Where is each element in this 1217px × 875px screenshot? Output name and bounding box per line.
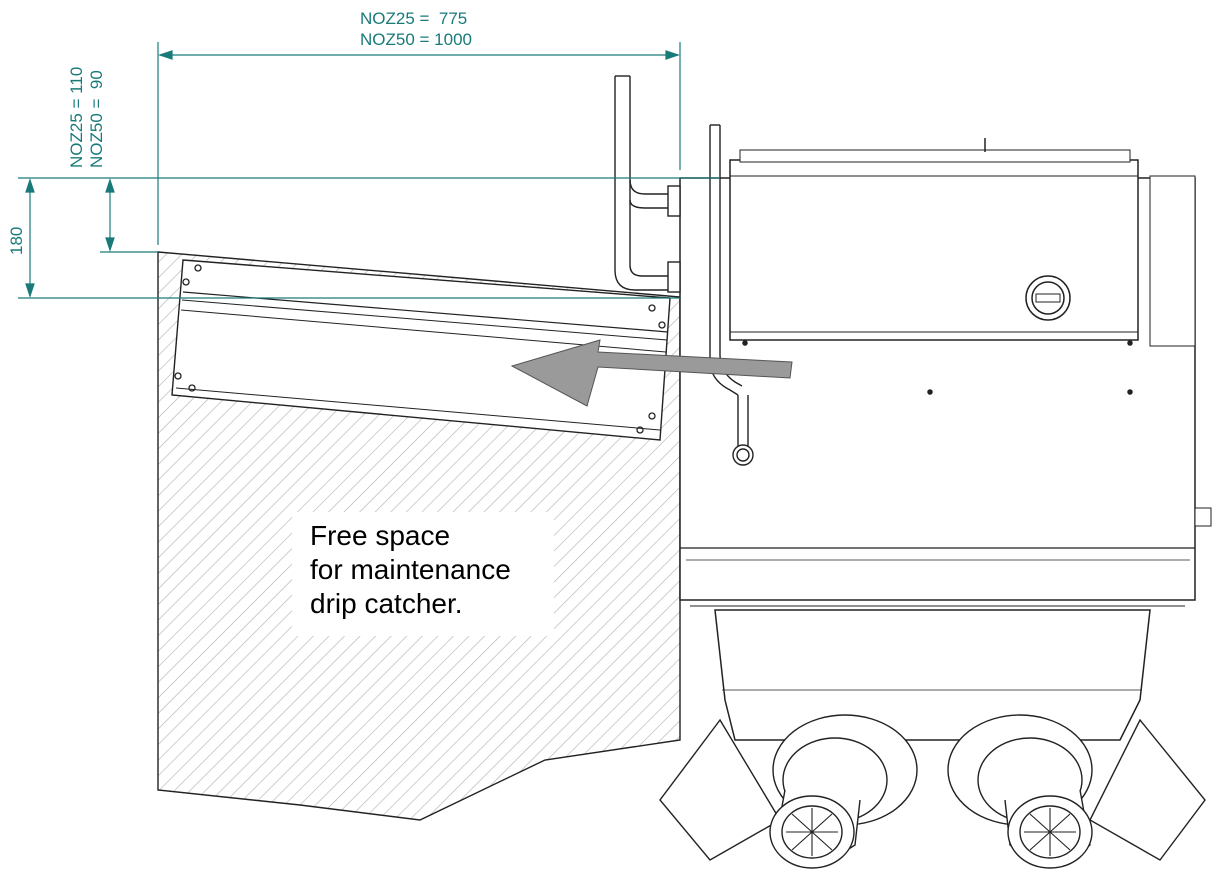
note-line-1: Free space bbox=[310, 520, 451, 551]
height-dimension: 180 bbox=[7, 227, 26, 255]
note-background bbox=[292, 512, 554, 636]
dimension-lines bbox=[18, 42, 720, 299]
removal-arrow bbox=[510, 339, 793, 407]
maintenance-note: Free space for maintenance drip catcher. bbox=[310, 519, 511, 621]
note-line-3: drip catcher. bbox=[310, 588, 463, 619]
note-line-2: for maintenance bbox=[310, 554, 511, 585]
left-dimension-line1: NOZ25 = 110 bbox=[67, 67, 86, 168]
nozzle-right bbox=[947, 714, 1206, 869]
nozzle-left bbox=[659, 714, 918, 869]
top-dimension-line2: NOZ50 = 1000 bbox=[360, 30, 472, 49]
left-dimension-line2: NOZ50 = 90 bbox=[87, 70, 106, 168]
unit-body bbox=[679, 138, 1212, 741]
drip-catcher bbox=[171, 259, 671, 441]
top-dimension-line1: NOZ25 = 775 bbox=[360, 9, 467, 28]
